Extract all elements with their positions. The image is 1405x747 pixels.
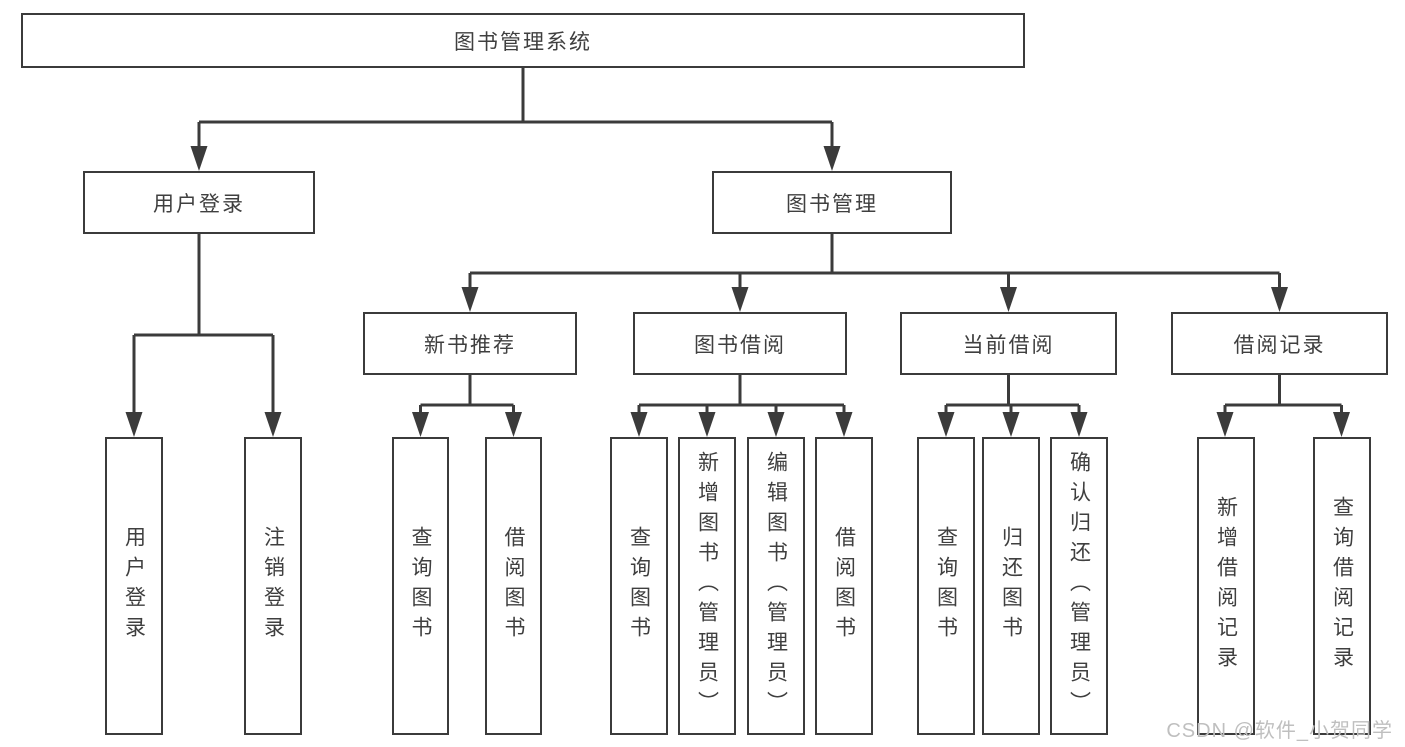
node-borrow-records-label: 借阅记录 bbox=[1233, 333, 1326, 357]
node-borrow-records: 借阅记录 bbox=[1171, 312, 1388, 375]
leaf-logout-label: 注销登录 bbox=[261, 526, 285, 646]
connector-currentborrow-children bbox=[944, 375, 1081, 416]
leaf-borrow-books: 借阅图书 bbox=[815, 437, 873, 735]
leaf-query-borrow-record: 查询借阅记录 bbox=[1313, 437, 1371, 735]
node-book-management: 图书管理 bbox=[712, 171, 952, 234]
node-new-book-recommend: 新书推荐 bbox=[363, 312, 577, 375]
connector-userlogin-children bbox=[132, 234, 275, 416]
node-book-borrow-label: 图书借阅 bbox=[694, 333, 786, 357]
arrowheads bbox=[125, 146, 1350, 437]
node-current-borrow-label: 当前借阅 bbox=[962, 333, 1055, 357]
node-user-login-label: 用户登录 bbox=[153, 192, 245, 216]
leaf-borrow-books-label: 借阅图书 bbox=[832, 526, 856, 646]
leaf-confirm-return-admin-label: 确认归还（管理员） bbox=[1067, 451, 1091, 721]
leaf-user-login: 用户登录 bbox=[105, 437, 163, 735]
leaf-query-books-current: 查询图书 bbox=[917, 437, 975, 735]
leaf-add-books-admin: 新增图书（管理员） bbox=[678, 437, 736, 735]
node-book-management-label: 图书管理 bbox=[786, 192, 878, 216]
connector-newbook-children bbox=[419, 375, 515, 416]
node-book-borrow: 图书借阅 bbox=[633, 312, 847, 375]
leaf-query-books-borrow: 查询图书 bbox=[610, 437, 668, 735]
leaf-query-books-borrow-label: 查询图书 bbox=[627, 526, 651, 646]
connector-root-to-level1 bbox=[197, 68, 834, 150]
leaf-add-books-admin-label: 新增图书（管理员） bbox=[695, 451, 719, 721]
leaf-logout: 注销登录 bbox=[244, 437, 302, 735]
leaf-query-books-recommend-label: 查询图书 bbox=[409, 526, 432, 646]
leaf-query-books-current-label: 查询图书 bbox=[934, 526, 958, 646]
leaf-return-books-label: 归还图书 bbox=[999, 526, 1023, 646]
connector-bookmgmt-level2 bbox=[468, 234, 1281, 291]
leaf-borrow-books-recommend-label: 借阅图书 bbox=[502, 526, 525, 646]
connector-records-children bbox=[1223, 375, 1343, 416]
csdn-watermark: CSDN @软件_小贺同学 bbox=[1166, 720, 1393, 742]
leaf-add-borrow-record: 新增借阅记录 bbox=[1197, 437, 1255, 735]
node-current-borrow: 当前借阅 bbox=[900, 312, 1117, 375]
leaf-user-login-label: 用户登录 bbox=[122, 526, 146, 646]
leaf-edit-books-admin: 编辑图书（管理员） bbox=[747, 437, 805, 735]
node-root-label: 图书管理系统 bbox=[454, 30, 592, 54]
node-root: 图书管理系统 bbox=[21, 13, 1025, 68]
leaf-return-books: 归还图书 bbox=[982, 437, 1040, 735]
leaf-query-borrow-record-label: 查询借阅记录 bbox=[1330, 496, 1354, 676]
leaf-add-borrow-record-label: 新增借阅记录 bbox=[1214, 496, 1238, 676]
leaf-borrow-books-recommend: 借阅图书 bbox=[485, 437, 542, 735]
leaf-query-books-recommend: 查询图书 bbox=[392, 437, 449, 735]
node-user-login: 用户登录 bbox=[83, 171, 315, 234]
node-new-book-recommend-label: 新书推荐 bbox=[424, 333, 516, 357]
leaf-edit-books-admin-label: 编辑图书（管理员） bbox=[764, 451, 788, 721]
connector-bookborrow-children bbox=[637, 375, 846, 416]
leaf-confirm-return-admin: 确认归还（管理员） bbox=[1050, 437, 1108, 735]
